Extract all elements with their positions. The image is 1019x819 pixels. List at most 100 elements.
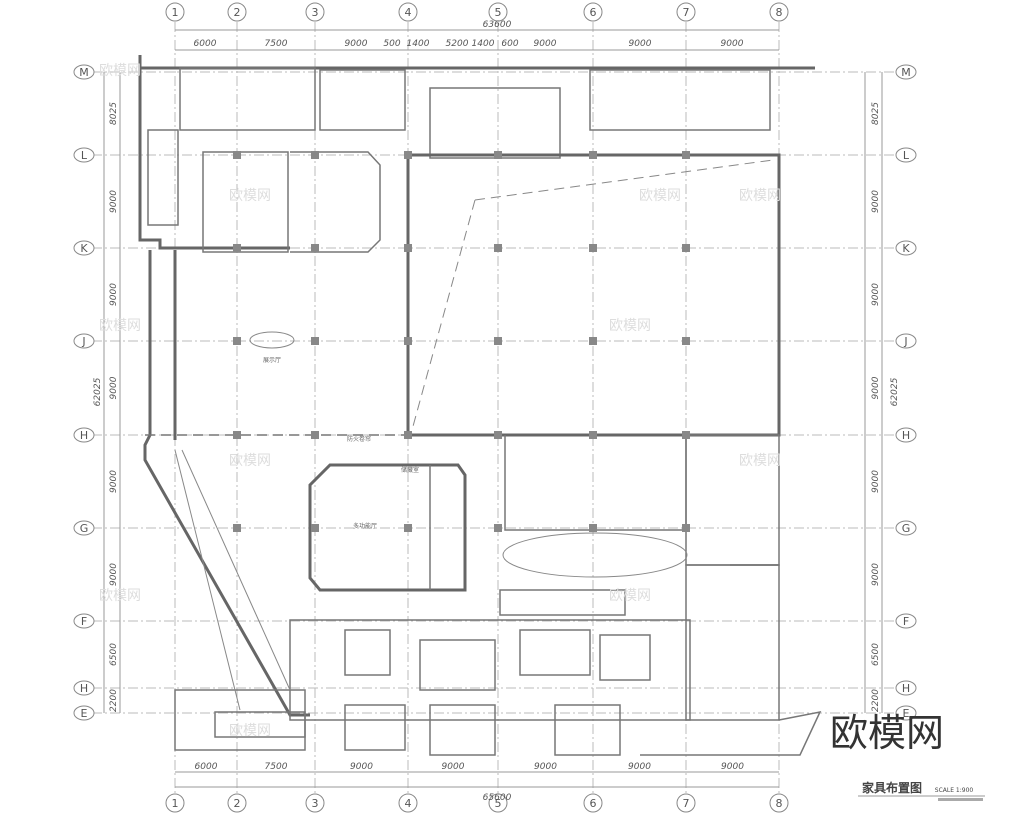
column-label: 3 [312,6,319,19]
top-dim-label: 500 [383,39,400,49]
structural-column [233,431,241,439]
row-label: F [903,615,909,628]
watermark-text: 欧模网 [739,453,781,469]
hall-label: 展示厅 [263,357,281,364]
structural-column [682,244,690,252]
row-label: L [81,149,88,162]
row-label: M [901,66,911,79]
side-dim-label: 8025 [871,102,881,125]
column-bubble [583,2,603,22]
column-label: 4 [405,797,412,810]
column-bubble [769,793,789,813]
structural-column [233,151,241,159]
row-bubble [895,520,917,536]
structural-column [494,244,502,252]
side-dim-label: 9000 [871,470,881,493]
bottom-dim-label: 9000 [721,762,744,772]
row-label: H [80,682,88,695]
structural-column [404,337,412,345]
column-label: 3 [312,797,319,810]
top-dim-label: 9000 [534,39,557,49]
structural-column [589,151,597,159]
structural-column [682,431,690,439]
side-dim-label: 9000 [871,190,881,213]
left-total-dim: 62025 [93,377,103,406]
watermark-text: 欧模网 [229,453,271,469]
column-label: 7 [683,6,690,19]
structural-column [233,244,241,252]
row-label: J [81,335,85,348]
watermark-text: 欧模网 [639,188,681,204]
top-dim-label: 9000 [721,39,744,49]
fire-shutter-label: 防火卷帘 [347,435,371,443]
column-bubble [165,2,185,22]
row-label: L [903,149,910,162]
structural-column [233,337,241,345]
column-label: 2 [234,797,241,810]
structural-column [404,524,412,532]
structural-column [311,524,319,532]
row-bubble [73,333,95,349]
row-bubble [73,240,95,256]
structural-column [494,151,502,159]
column-bubble [305,2,325,22]
row-bubble [895,240,917,256]
side-dim-label: 9000 [109,190,119,213]
watermark-text: 欧模网 [99,63,141,79]
watermark-logo: 欧模网 [830,711,944,755]
row-label: G [902,522,911,535]
structural-column [311,337,319,345]
dimension-lines [103,29,883,788]
row-label: H [902,682,910,695]
row-bubble [73,705,95,721]
column-label: 4 [405,6,412,19]
row-label: G [80,522,89,535]
bottom-total-dim: 65600 [483,793,512,803]
drawing-title: 家具布置图 [862,780,922,795]
structural-column [311,431,319,439]
row-bubble [73,520,95,536]
column-label: 1 [172,6,179,19]
watermark-text: 欧模网 [99,588,141,604]
row-bubble [895,613,917,629]
bottom-dim-label: 7500 [265,762,288,772]
top-dim-label: 1400 [407,39,430,49]
column-label: 6 [590,797,597,810]
side-dim-label: 9000 [109,376,119,399]
row-bubble [895,147,917,163]
row-label: F [81,615,87,628]
walls [138,55,822,756]
side-dim-label: 2200 [109,689,119,712]
column-bubble [676,793,696,813]
row-bubble [73,680,95,696]
row-bubble [895,64,917,80]
watermark-text: 欧模网 [229,188,271,204]
drawing-scale: SCALE 1:900 [935,787,974,794]
side-dim-label: 9000 [109,283,119,306]
row-bubble [73,147,95,163]
row-bubble [895,333,917,349]
column-label: 7 [683,797,690,810]
row-bubble [73,613,95,629]
top-dim-label: 1400 [472,39,495,49]
column-bubble [227,793,247,813]
watermark-text: 欧模网 [739,188,781,204]
side-dim-label: 9000 [109,470,119,493]
watermark-text: 欧模网 [229,723,271,739]
structural-column [233,524,241,532]
bottom-dim-label: 9000 [350,762,373,772]
column-bubble [398,2,418,22]
row-bubble [895,427,917,443]
column-label: 2 [234,6,241,19]
row-label: H [80,429,88,442]
side-dim-label: 6500 [109,643,119,666]
bottom-dim-label: 6000 [195,762,218,772]
column-bubble [305,793,325,813]
column-bubble [398,793,418,813]
storage-label: 储藏室 [401,466,419,474]
row-label: K [902,242,910,255]
column-bubble [488,2,508,22]
column-bubble [676,2,696,22]
column-label: 1 [172,797,179,810]
row-label: M [79,66,89,79]
